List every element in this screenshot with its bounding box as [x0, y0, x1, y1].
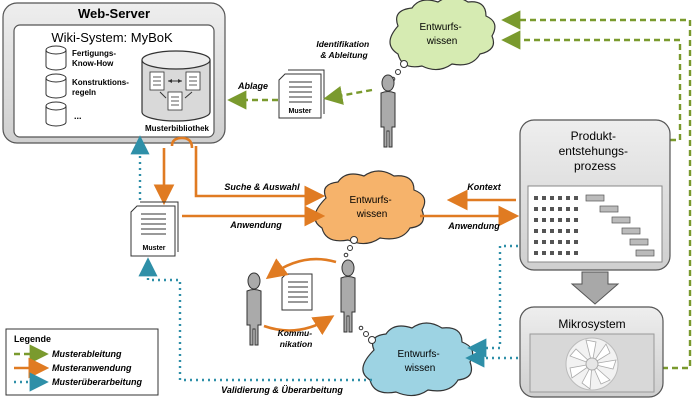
legend: Legende Musterableitung Musteranwendung …: [5, 328, 159, 396]
label-anwendung-left: Anwendung: [229, 220, 282, 230]
svg-text:Mikrosystem: Mikrosystem: [558, 317, 625, 331]
legend-item-application: Musteranwendung: [52, 363, 132, 373]
microsystem-box: Mikrosystem: [519, 306, 664, 398]
label-kontext: Kontext: [467, 182, 502, 192]
thought-bubbles-middle: [343, 236, 358, 258]
gantt-bars: [585, 194, 655, 257]
communication-document: [281, 273, 313, 311]
label-ablage: Ablage: [237, 81, 268, 91]
arrow-revision-to-document: [138, 257, 372, 382]
database-label-konstruktion: Konstruktions- regeln: [72, 78, 131, 97]
database-icon: [45, 101, 67, 127]
gantt-dots: [534, 196, 578, 255]
svg-text:Entwurfs- wissen: Entwurfs- wissen: [397, 349, 442, 374]
database-icon: [45, 45, 67, 71]
pattern-document-top: Muster: [278, 69, 325, 119]
legend-item-revision: Musterüberarbeitung: [52, 377, 143, 387]
label-suche: Suche & Auswahl: [224, 182, 300, 192]
pattern-library-label: Musterbibliothek: [145, 124, 210, 133]
label-validierung: Validierung & Überarbeitung: [221, 385, 343, 395]
person-icon: [380, 74, 396, 148]
arrow-search-selection: [194, 146, 326, 207]
pattern-library-icon: [141, 50, 211, 122]
arrow-library-loop: [170, 136, 194, 149]
svg-text:Entwurfs- wissen: Entwurfs- wissen: [419, 22, 464, 47]
product-process-box: Produkt- entstehungs- prozess: [519, 119, 671, 271]
arrow-derivation-person-to-document: [323, 85, 373, 105]
legend-item-derivation: Musterableitung: [52, 349, 122, 359]
microsystem-impeller-image: [565, 337, 619, 391]
person-icon: [246, 272, 262, 346]
process-to-microsystem-arrow: [570, 271, 620, 305]
svg-text:Muster: Muster: [289, 108, 312, 115]
svg-text:Muster: Muster: [143, 245, 166, 252]
database-label-more: ...: [74, 111, 82, 121]
database-icon: [45, 73, 67, 99]
arrow-derivation-microsystem-to-cloud: [501, 10, 692, 370]
legend-title: Legende: [14, 334, 51, 344]
arrow-communication-bottom: [263, 315, 335, 336]
web-server-title: Web-Server: [78, 6, 150, 21]
label-identification: Identifikation & Ableitung: [316, 39, 371, 60]
svg-text:Entwurfs- wissen: Entwurfs- wissen: [349, 195, 394, 220]
thought-bubbles-bottom: [358, 325, 376, 344]
arrow-derivation-process-to-cloud: [501, 30, 682, 142]
wiki-system-title: Wiki-System: MyBoK: [51, 30, 173, 45]
pattern-document-left: Muster: [130, 201, 179, 257]
arrow-revision-process: [467, 244, 518, 358]
web-server-box: Web-Server Wiki-System: MyBoK Fertigungs…: [2, 2, 226, 144]
thought-bubbles-top: [390, 60, 408, 82]
database-label-fertigung: Fertigungs- Know-How: [72, 49, 118, 68]
person-icon: [340, 259, 356, 333]
design-knowledge-cloud-bottom: Entwurfs- wissen: [362, 322, 474, 397]
label-kommunikation: Kommu- nikation: [278, 328, 315, 349]
label-anwendung-right: Anwendung: [447, 221, 500, 231]
design-knowledge-cloud-top: Entwurfs- wissen: [389, 0, 496, 71]
design-knowledge-cloud-middle: Entwurfs- wissen: [314, 170, 426, 245]
svg-text:Produkt- entstehungs-: Produkt- entstehungs- prozess: [559, 129, 632, 173]
arrow-communication-top: [265, 257, 337, 280]
